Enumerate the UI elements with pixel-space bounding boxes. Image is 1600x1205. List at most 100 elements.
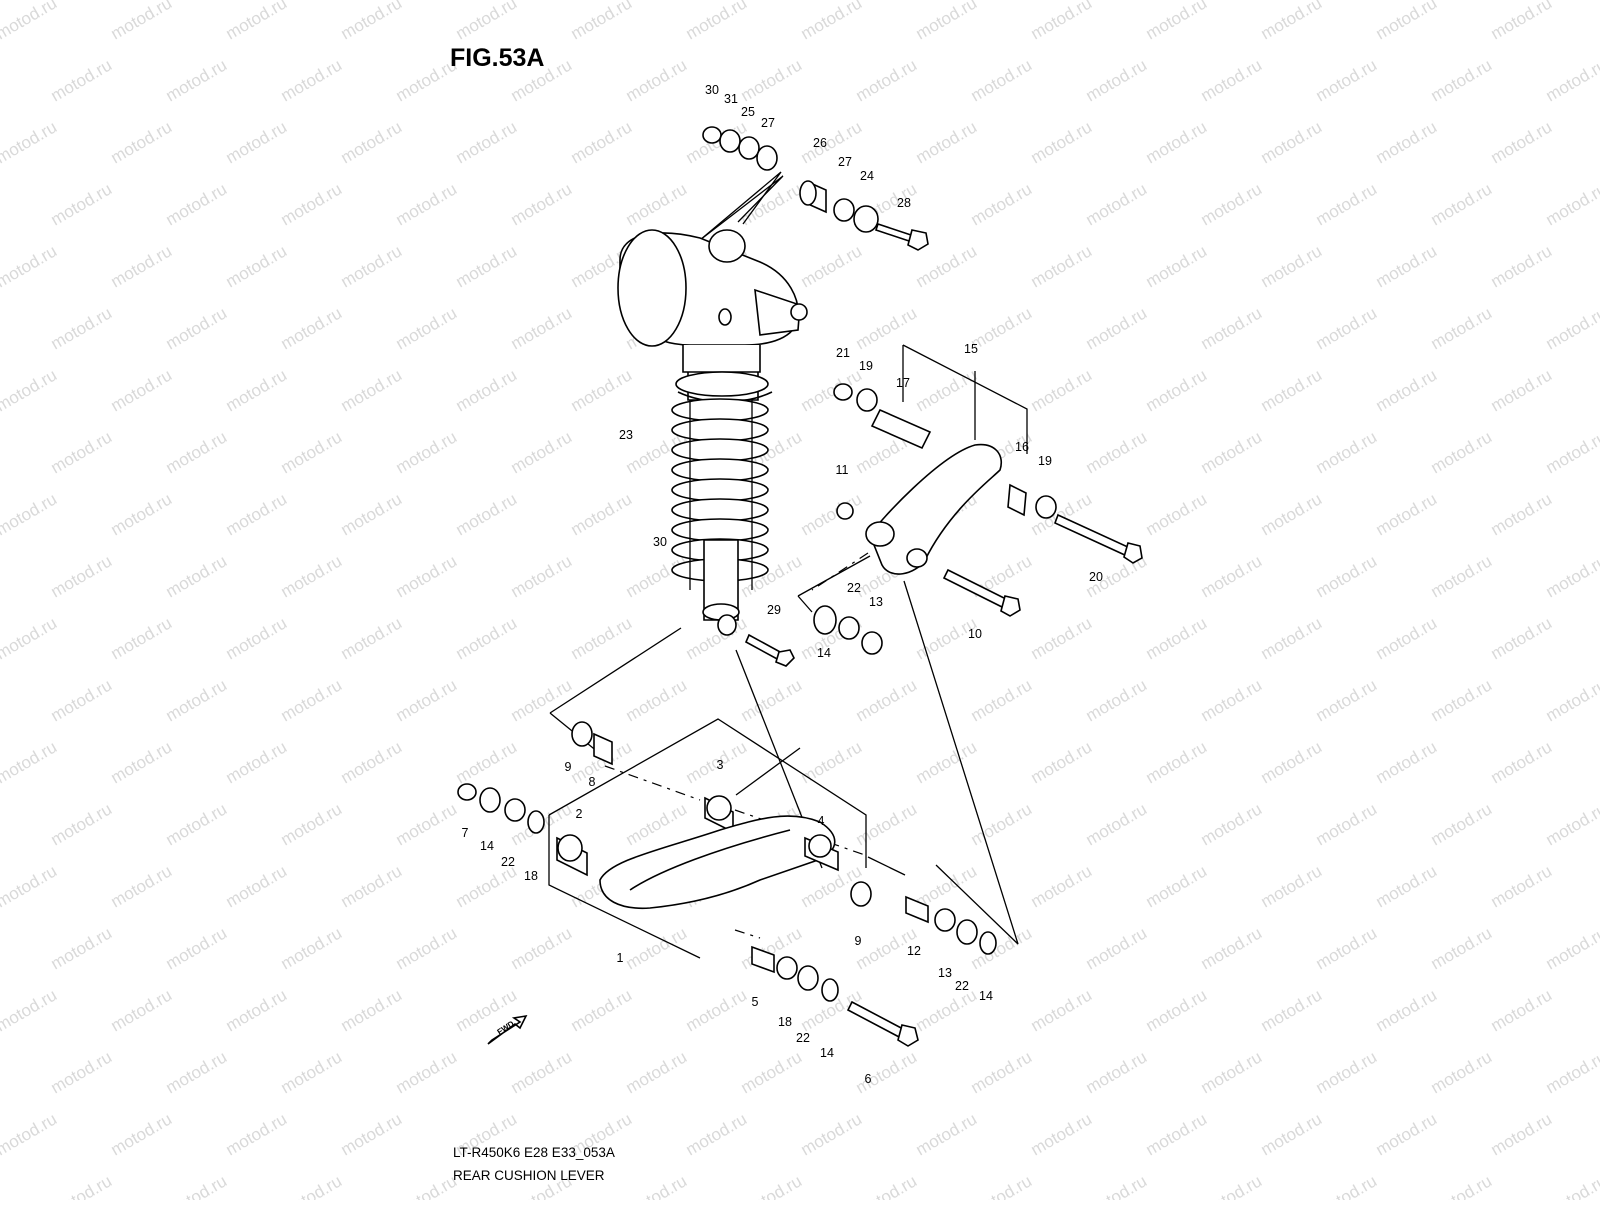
watermark-text: motod.ru [0,489,60,539]
watermark-text: motod.ru [278,1047,346,1097]
watermark-text: motod.ru [623,1047,691,1097]
watermark-text: motod.ru [1028,985,1096,1035]
watermark-text: motod.ru [798,117,866,167]
watermark-text: motod.ru [738,675,806,725]
watermark-text: motod.ru [968,799,1036,849]
watermark-text: motod.ru [0,1109,60,1159]
watermark-text: motod.ru [913,0,981,43]
watermark-text: motod.ru [1258,0,1326,43]
watermark-text: motod.ru [1083,179,1151,229]
watermark-text: motod.ru [1373,861,1441,911]
watermark-text: motod.ru [453,241,521,291]
watermark-text: motod.ru [968,1047,1036,1097]
callout-number: 1 [617,951,624,965]
watermark-text: motod.ru [48,675,116,725]
watermark-text: motod.ru [223,985,291,1035]
watermark-text: motod.ru [1083,799,1151,849]
watermark-text: motod.ru [48,427,116,477]
callout-number: 3 [717,758,724,772]
callout-number: 27 [838,155,852,169]
callout-number: 31 [724,92,738,106]
watermark-text: motod.ru [393,179,461,229]
watermark-text: motod.ru [508,1047,576,1097]
watermark-text: motod.ru [1373,985,1441,1035]
watermark-text: motod.ru [1258,117,1326,167]
watermark-text: motod.ru [683,0,751,43]
watermark-text: motod.ru [1028,241,1096,291]
watermark-text: motod.ru [798,737,866,787]
watermark-text: motod.ru [278,675,346,725]
watermark-text: motod.ru [108,117,176,167]
callout-number: 30 [705,83,719,97]
watermark-text: motod.ru [798,241,866,291]
watermark-text: motod.ru [48,799,116,849]
watermark-text: motod.ru [913,985,981,1035]
watermark-text: motod.ru [853,1047,921,1097]
watermark-text: motod.ru [1028,861,1096,911]
watermark-text: motod.ru [108,489,176,539]
watermark-text: motod.ru [223,241,291,291]
watermark-text: motod.ru [1313,1047,1381,1097]
figure-title: FIG.53A [450,44,544,72]
watermark-text: motod.ru [1083,923,1151,973]
watermark-text: motod.ru [1543,179,1600,229]
watermark-text: motod.ru [623,1171,691,1200]
watermark-text: motod.ru [1083,675,1151,725]
watermark-text: motod.ru [1028,365,1096,415]
watermark-text: motod.ru [1488,241,1556,291]
watermark-text: motod.ru [0,861,60,911]
watermark-text: motod.ru [1373,0,1441,43]
watermark-text: motod.ru [223,737,291,787]
watermark-text: motod.ru [1198,1171,1266,1200]
watermark-text: motod.ru [1373,489,1441,539]
watermark-text: motod.ru [278,55,346,105]
watermark-text: motod.ru [223,1109,291,1159]
watermark-text: motod.ru [913,241,981,291]
watermark-text: motod.ru [508,923,576,973]
watermark-text: motod.ru [278,551,346,601]
watermark-text: motod.ru [1488,985,1556,1035]
callout-number: 22 [796,1031,810,1045]
watermark-text: motod.ru [108,241,176,291]
watermark-text: motod.ru [393,1171,461,1200]
watermark-text: motod.ru [338,489,406,539]
callout-number: 28 [897,196,911,210]
callout-number: 20 [1089,570,1103,584]
callout-number: 14 [820,1046,834,1060]
watermark-text: motod.ru [393,427,461,477]
watermark-text: motod.ru [338,117,406,167]
watermark-text: motod.ru [338,861,406,911]
figure-caption: REAR CUSHION LEVER [453,1168,605,1183]
watermark-text: motod.ru [913,117,981,167]
watermark-text: motod.ru [48,55,116,105]
watermark-text: motod.ru [1488,1109,1556,1159]
callout-number: 9 [565,760,572,774]
watermark-text: motod.ru [223,613,291,663]
watermark-text: motod.ru [338,1109,406,1159]
watermark-text: motod.ru [1373,241,1441,291]
watermark-text: motod.ru [48,1171,116,1200]
watermark-text: motod.ru [1543,1047,1600,1097]
watermark-text: motod.ru [508,427,576,477]
watermark-text: motod.ru [0,365,60,415]
watermark-text: motod.ru [913,365,981,415]
watermark-text: motod.ru [798,365,866,415]
watermark-text: motod.ru [508,551,576,601]
callout-number: 12 [907,944,921,958]
callout-number: 13 [869,595,883,609]
watermark-text: motod.ru [1028,1109,1096,1159]
watermark-text: motod.ru [798,0,866,43]
callout-number: 23 [619,428,633,442]
watermark-text: motod.ru [853,55,921,105]
watermark-text: motod.ru [223,365,291,415]
watermark-text: motod.ru [798,489,866,539]
watermark-text: motod.ru [1488,861,1556,911]
watermark-text: motod.ru [1198,303,1266,353]
watermark-text: motod.ru [393,551,461,601]
watermark-text: motod.ru [1258,737,1326,787]
watermark-text: motod.ru [1028,737,1096,787]
watermark-text: motod.ru [568,985,636,1035]
callout-number: 22 [847,581,861,595]
watermark-text: motod.ru [1488,0,1556,43]
watermark-text: motod.ru [163,1171,231,1200]
